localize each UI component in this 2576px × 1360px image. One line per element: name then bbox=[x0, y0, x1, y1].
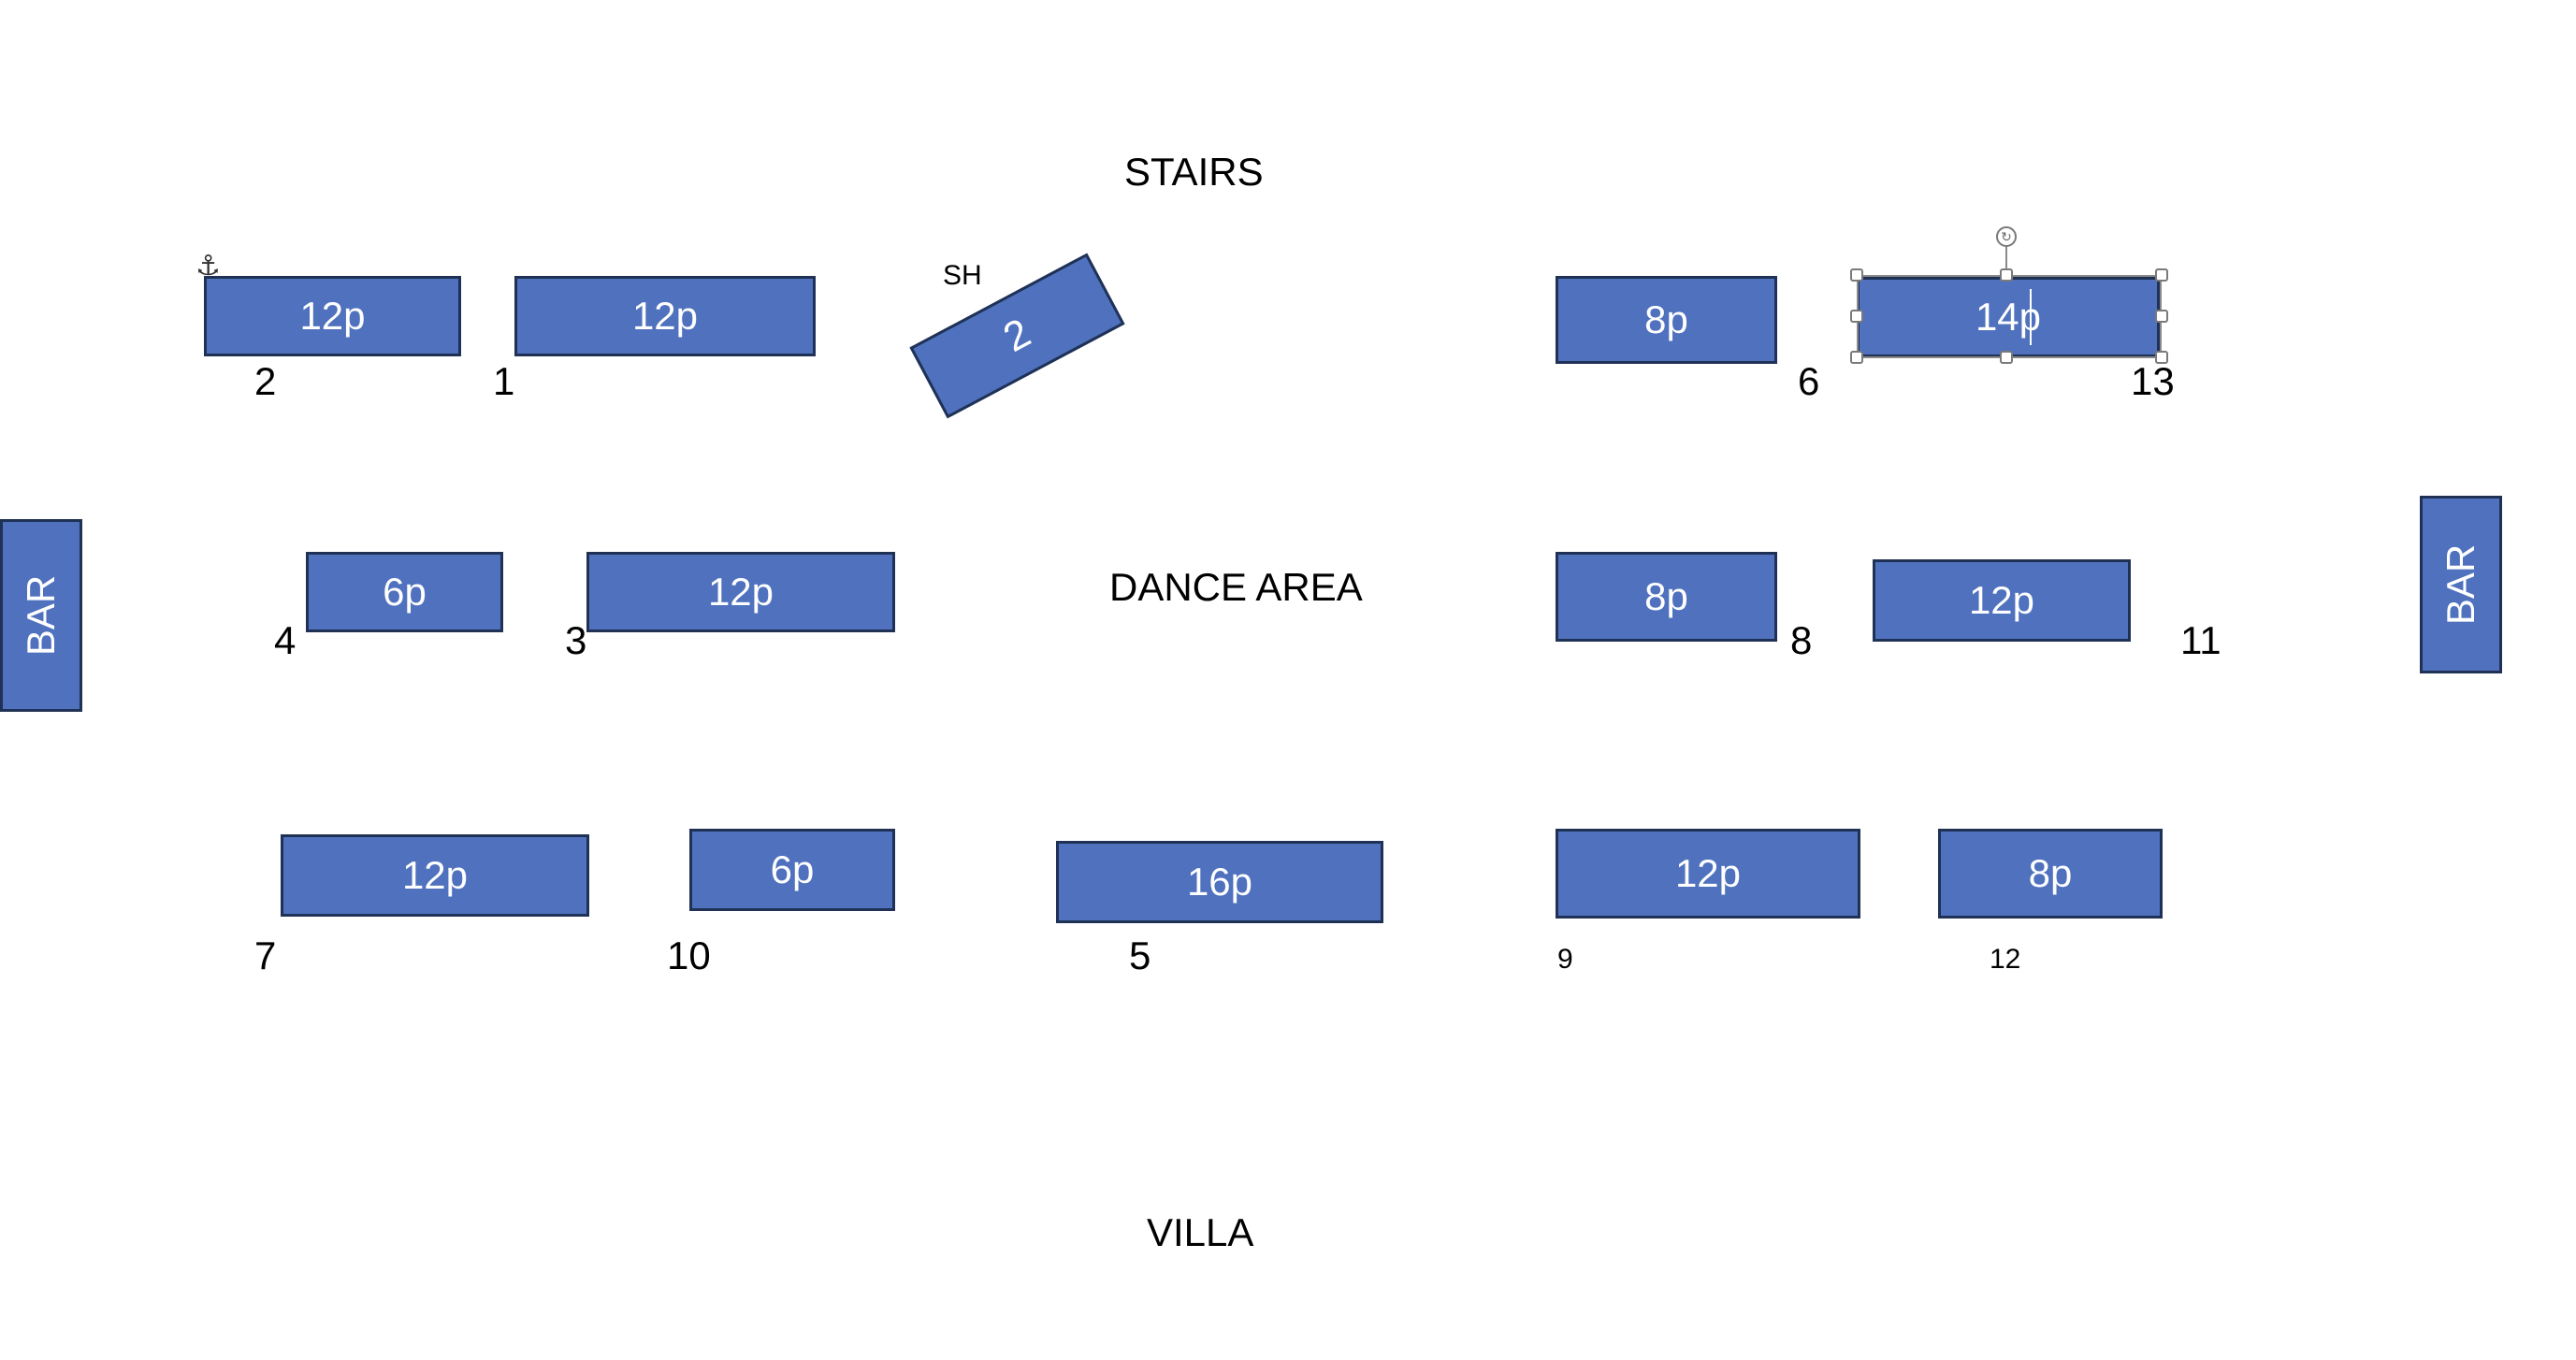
resize-handle-nw[interactable] bbox=[1850, 268, 1863, 282]
resize-handle-w[interactable] bbox=[1850, 310, 1863, 323]
table-1[interactable]: 12p bbox=[514, 276, 816, 356]
resize-handle-e[interactable] bbox=[2155, 310, 2168, 323]
villa-heading: VILLA bbox=[1147, 1210, 1254, 1254]
table-12[interactable]: 8p bbox=[1938, 829, 2163, 919]
table-10-capacity: 6p bbox=[770, 847, 815, 891]
resize-handle-sw[interactable] bbox=[1850, 351, 1863, 364]
resize-handle-se[interactable] bbox=[2155, 351, 2168, 364]
table-7-capacity: 12p bbox=[401, 853, 469, 897]
table-number-3: 3 bbox=[565, 618, 587, 662]
table-7[interactable]: 12p bbox=[281, 834, 589, 917]
table-number-2: 2 bbox=[254, 359, 277, 403]
sh-label: SH bbox=[943, 260, 982, 291]
table-4[interactable]: 6p bbox=[306, 552, 503, 632]
table-number-5: 5 bbox=[1129, 933, 1151, 977]
table-5[interactable]: 16p bbox=[1056, 841, 1383, 923]
table-11[interactable]: 12p bbox=[1873, 559, 2131, 642]
table-number-12: 12 bbox=[1990, 944, 2021, 975]
table-number-6: 6 bbox=[1798, 359, 1820, 403]
table-8-capacity: 8p bbox=[1644, 574, 1688, 618]
anchor-icon: ⚓ bbox=[195, 251, 221, 282]
table-sweetheart[interactable]: 2 bbox=[909, 253, 1125, 419]
table-6[interactable]: 8p bbox=[1556, 276, 1777, 364]
table-number-4: 4 bbox=[274, 618, 297, 662]
resize-handle-ne[interactable] bbox=[2155, 268, 2168, 282]
table-2-capacity: 12p bbox=[299, 294, 366, 338]
table-number-13: 13 bbox=[2131, 359, 2175, 403]
bar-right[interactable]: BAR bbox=[2420, 496, 2502, 673]
table-12-capacity: 8p bbox=[2028, 851, 2073, 895]
table-number-7: 7 bbox=[254, 933, 277, 977]
table-10[interactable]: 6p bbox=[689, 829, 895, 911]
table-2[interactable]: 12p bbox=[204, 276, 461, 356]
bar-left[interactable]: BAR bbox=[0, 519, 82, 712]
table-3[interactable]: 12p bbox=[586, 552, 895, 632]
table-3-capacity: 12p bbox=[707, 570, 774, 614]
rotate-stem bbox=[2005, 245, 2007, 275]
rotate-handle-icon[interactable]: ↻ bbox=[1996, 226, 2017, 247]
table-sweetheart-capacity: 2 bbox=[995, 310, 1038, 361]
resize-handle-s[interactable] bbox=[2000, 351, 2013, 364]
table-9-capacity: 12p bbox=[1674, 851, 1742, 895]
table-number-9: 9 bbox=[1557, 944, 1573, 975]
table-8[interactable]: 8p bbox=[1556, 552, 1777, 642]
table-5-capacity: 16p bbox=[1186, 860, 1253, 904]
table-13[interactable]: 14p bbox=[1857, 277, 2160, 357]
bar-left-label: BAR bbox=[19, 574, 64, 657]
bar-right-label: BAR bbox=[2439, 543, 2483, 626]
table-4-capacity: 6p bbox=[383, 570, 427, 614]
table-11-capacity: 12p bbox=[1968, 578, 2035, 622]
table-9[interactable]: 12p bbox=[1556, 829, 1860, 919]
table-number-10: 10 bbox=[667, 933, 711, 977]
table-number-1: 1 bbox=[493, 359, 515, 403]
text-caret bbox=[2030, 289, 2032, 345]
stairs-heading: STAIRS bbox=[1124, 150, 1264, 194]
dance-area-heading: DANCE AREA bbox=[1109, 565, 1363, 609]
table-number-8: 8 bbox=[1790, 618, 1813, 662]
resize-handle-n[interactable] bbox=[2000, 268, 2013, 282]
table-1-capacity: 12p bbox=[631, 294, 699, 338]
table-number-11: 11 bbox=[2180, 618, 2221, 662]
table-6-capacity: 8p bbox=[1644, 297, 1688, 341]
